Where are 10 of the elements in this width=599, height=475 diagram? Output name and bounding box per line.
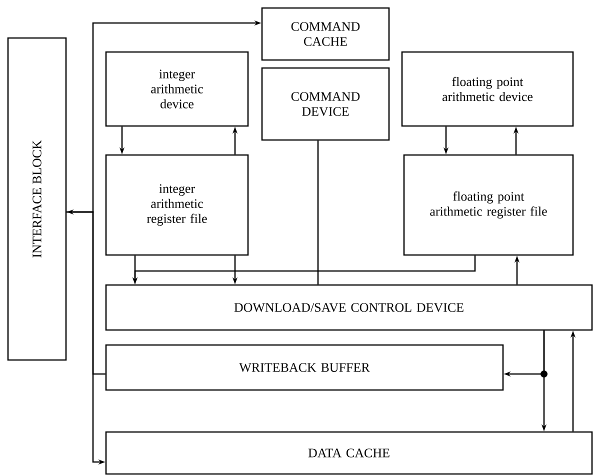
block-box: COMMAND DEVICE (261, 67, 390, 141)
block-box: DOWNLOAD/SAVE CONTROL DEVICE (105, 284, 593, 331)
block-box: floating point arithmetic register file (403, 154, 574, 256)
block-box: integer arithmetic register file (105, 154, 249, 256)
block-box: COMMAND CACHE (261, 7, 390, 61)
block-box: integer arithmetic device (105, 51, 249, 127)
block-box: DATA CACHE (105, 431, 593, 475)
block-box: INTERFACE BLOCK (7, 37, 67, 361)
block-box: WRITEBACK BUFFER (105, 344, 504, 391)
block-box: floating point arithmetic device (401, 51, 574, 127)
